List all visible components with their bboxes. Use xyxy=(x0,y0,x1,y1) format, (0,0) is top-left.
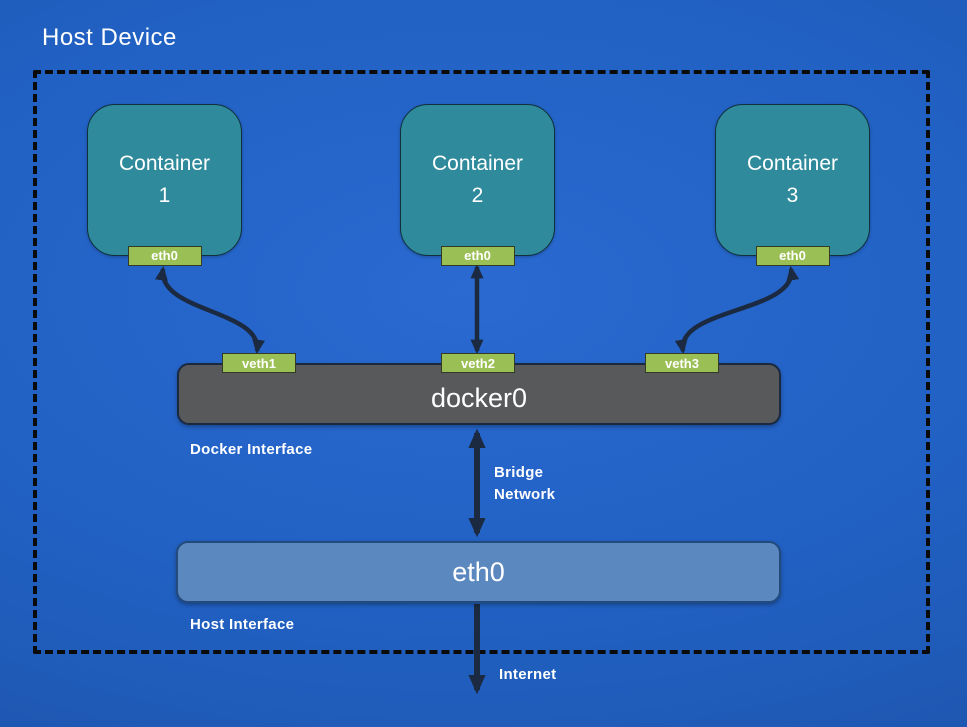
diagram-title: Host Device xyxy=(42,24,177,51)
veth2-badge: veth2 xyxy=(441,353,515,373)
container-1-eth0-label: eth0 xyxy=(151,248,178,263)
veth2-label: veth2 xyxy=(461,355,495,371)
docker0-label: docker0 xyxy=(430,382,528,413)
container-2-eth0-badge: eth0 xyxy=(440,246,515,266)
docker-interface-caption: Docker Interface xyxy=(190,441,313,458)
container-1-number: 1 xyxy=(158,184,171,207)
container-2-label: Container xyxy=(431,152,524,175)
container-3-node: Container 3 eth0 xyxy=(715,104,870,266)
host-eth0-bar: eth0 xyxy=(176,541,781,603)
veth3-label: veth3 xyxy=(665,355,699,371)
container-1-label: Container xyxy=(118,152,211,175)
container-3-eth0-label: eth0 xyxy=(779,248,806,263)
veth1-label: veth1 xyxy=(242,355,276,371)
bridge-network-caption-line2: Network xyxy=(494,486,556,503)
container-3-eth0-badge: eth0 xyxy=(755,246,830,266)
host-eth0-label: eth0 xyxy=(452,556,505,587)
container-2-number: 2 xyxy=(471,184,484,207)
host-device-boundary xyxy=(33,70,930,654)
container-1-eth0-badge: eth0 xyxy=(127,246,202,266)
bridge-network-caption-line1: Bridge xyxy=(494,464,544,481)
bridge-network-caption: Bridge Network xyxy=(494,462,555,506)
docker0-bridge-bar: docker0 veth1 veth2 veth3 xyxy=(177,353,781,425)
veth1-badge: veth1 xyxy=(222,353,296,373)
container-3-number: 3 xyxy=(786,184,799,207)
veth3-badge: veth3 xyxy=(645,353,719,373)
container-1-node: Container 1 eth0 xyxy=(87,104,242,266)
container-2-node: Container 2 eth0 xyxy=(400,104,555,266)
host-interface-caption: Host Interface xyxy=(190,616,295,633)
container-2-eth0-label: eth0 xyxy=(464,248,491,263)
internet-caption: Internet xyxy=(499,666,557,683)
container-3-label: Container xyxy=(746,152,839,175)
